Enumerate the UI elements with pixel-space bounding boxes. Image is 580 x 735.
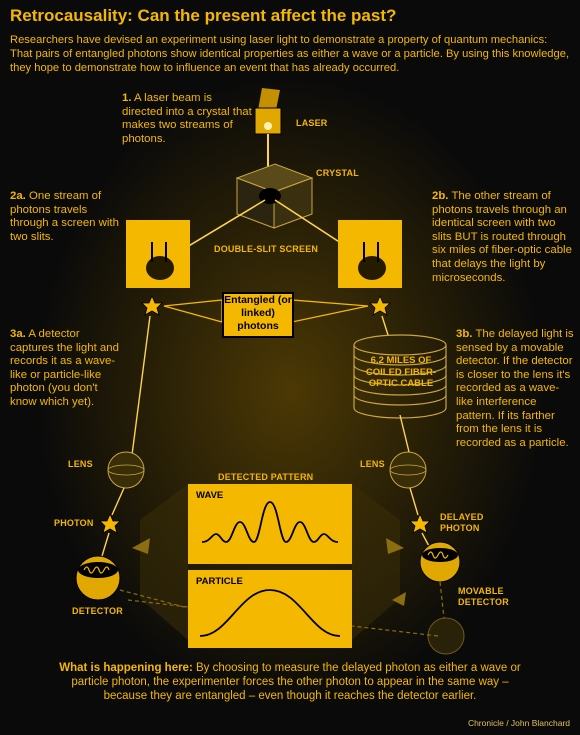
left-double-slit-screen — [126, 220, 190, 288]
wave-curve — [201, 501, 339, 543]
lens-left-label: LENS — [68, 459, 93, 469]
wave-panel-title: WAVE — [196, 490, 224, 501]
crystal-label: CRYSTAL — [316, 168, 359, 178]
entangled-photons-label: Entangled (or linked) photons — [222, 292, 294, 338]
movable-detector-far-icon — [427, 617, 465, 655]
photon-label: PHOTON — [54, 518, 94, 528]
entangled-photon-right-icon — [369, 294, 391, 316]
laser-label: LASER — [296, 118, 328, 128]
movable-detector-label: MOVABLE DETECTOR — [458, 586, 509, 607]
fiber-optic-coil — [353, 334, 447, 419]
particle-panel-title: PARTICLE — [196, 576, 243, 587]
step-2a-text: 2a. One stream of photons travels throug… — [10, 190, 119, 243]
intro-text: Researchers have devised an experiment u… — [10, 34, 570, 74]
fiber-coil-label: 6.2 MILES OF COILED FIBER-OPTIC CABLE — [365, 355, 437, 389]
left-lens-icon — [107, 451, 145, 489]
laser-icon — [254, 88, 282, 135]
detector-icon — [75, 555, 121, 601]
page-title: Retrocausality: Can the present affect t… — [10, 6, 397, 25]
credit-line: Chronicle / John Blanchard — [467, 718, 570, 728]
movable-detector-near-icon — [419, 541, 461, 583]
entangled-photon-left-icon — [141, 294, 163, 316]
particle-curve — [199, 589, 341, 637]
particle-pattern-panel: PARTICLE — [188, 570, 352, 648]
photon-icon — [99, 512, 121, 534]
step-3a-text: 3a. A detector captures the light and re… — [10, 328, 119, 408]
crystal-icon — [235, 163, 314, 229]
lens-right-label: LENS — [360, 459, 385, 469]
explanation-footer: What is happening here: By choosing to m… — [59, 662, 521, 702]
detected-pattern-label: DETECTED PATTERN — [218, 472, 314, 482]
step-1-text: 1. A laser beam is directed into a cryst… — [122, 92, 252, 145]
double-slit-label: DOUBLE-SLIT SCREEN — [214, 244, 319, 254]
step-2b-text: 2b. The other stream of photons travels … — [432, 190, 572, 284]
right-double-slit-screen — [338, 220, 402, 288]
step-3b-text: 3b. The delayed light is sensed by a mov… — [456, 328, 574, 449]
wave-pattern-panel: WAVE — [188, 484, 352, 564]
right-lens-icon — [389, 451, 427, 489]
detector-label: DETECTOR — [72, 606, 123, 616]
delayed-photon-label: DELAYED PHOTON — [440, 512, 484, 533]
delayed-photon-icon — [409, 512, 431, 534]
